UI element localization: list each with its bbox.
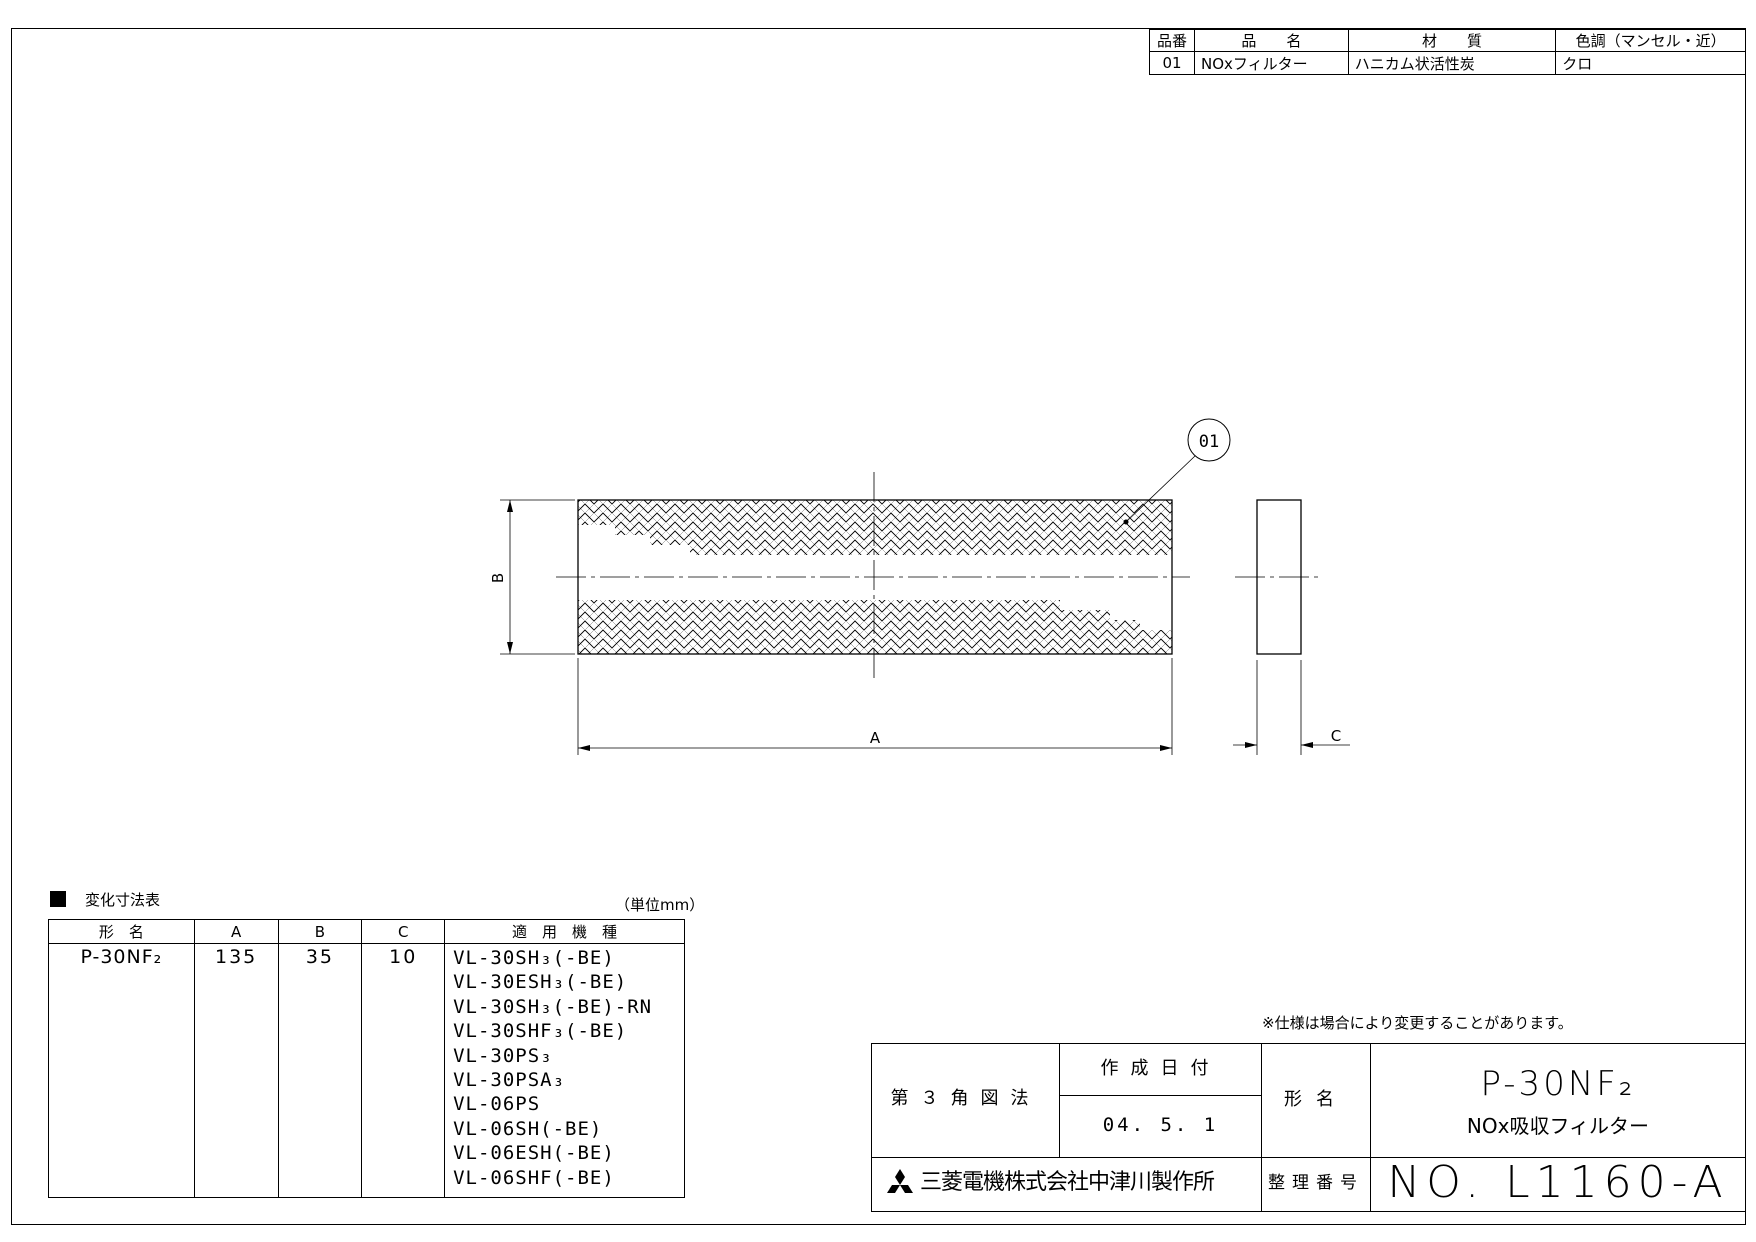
parts-cell-material: ハニカム状活性炭 bbox=[1347, 51, 1557, 75]
dimension-table-unit: （単位mm） bbox=[615, 896, 705, 914]
applicable-model: VL-30PS₃ bbox=[453, 1044, 553, 1067]
dimension-table-bullet bbox=[50, 891, 66, 907]
applicable-model: VL-30ESH₃(-BE) bbox=[453, 971, 628, 994]
applicable-model: VL-30SH₃(-BE) bbox=[453, 947, 615, 969]
dimension-table: 形 名 A B C 適 用 機 種 P-30NF₂ 135 35 10 VL-3… bbox=[48, 919, 685, 1198]
dim-header-c: C bbox=[361, 919, 446, 944]
parts-header-name: 品 名 bbox=[1193, 29, 1349, 52]
dim-header-a: A bbox=[193, 919, 279, 944]
dim-c-label: C bbox=[1331, 727, 1341, 745]
company-name: 三菱電機株式会社中津川製作所 bbox=[920, 1170, 1215, 1195]
applicable-models-cell: VL-30SH₃(-BE) VL-30ESH₃(-BE) VL-30SH₃(-B… bbox=[444, 943, 685, 1198]
applicable-model: VL-06SH(-BE) bbox=[453, 1117, 603, 1140]
applicable-model: VL-06SHF(-BE) bbox=[453, 1166, 615, 1189]
created-date: 04. 5. 1 bbox=[1102, 1114, 1219, 1136]
dim-header-model: 形 名 bbox=[48, 919, 195, 944]
spec-change-note: ※仕様は場合により変更することがあります。 bbox=[1262, 1014, 1573, 1032]
dimension-table-title: 変化寸法表 bbox=[85, 891, 161, 909]
applicable-model: VL-30SHF₃(-BE) bbox=[453, 1020, 628, 1043]
dim-a-label: A bbox=[870, 729, 881, 747]
model-code: P-30NF₂ bbox=[1480, 1064, 1636, 1104]
parts-cell-name: NOxフィルター bbox=[1193, 51, 1349, 75]
dim-header-b: B bbox=[277, 919, 363, 944]
dim-cell-model: P-30NF₂ bbox=[48, 943, 195, 1198]
dim-cell-b: 35 bbox=[277, 943, 363, 1198]
honeycomb-hatch-upper bbox=[578, 500, 1172, 555]
drawing-frame bbox=[11, 28, 1746, 1225]
parts-table: 品番 品 名 材 質 色調（マンセル・近） 01 NOxフィルター ハニカム状活… bbox=[1149, 29, 1746, 75]
dim-header-applicable: 適 用 機 種 bbox=[444, 919, 685, 944]
projection-method: 第３角図法 bbox=[890, 1088, 1041, 1109]
applicable-model: VL-06PS bbox=[453, 1093, 541, 1116]
parts-cell-color: クロ bbox=[1555, 51, 1746, 75]
three-diamonds-logo bbox=[887, 1169, 913, 1193]
applicable-model: VL-06ESH(-BE) bbox=[453, 1142, 615, 1165]
applicable-model: VL-30PSA₃ bbox=[453, 1069, 566, 1092]
reference-number: NO. L1160-A bbox=[1387, 1157, 1729, 1208]
model-label: 形名 bbox=[1284, 1089, 1348, 1110]
balloon-leader bbox=[1125, 455, 1196, 523]
model-name: NOx吸収フィルター bbox=[1466, 1114, 1650, 1138]
reference-number-label: 整理番号 bbox=[1268, 1173, 1364, 1193]
balloon-label: 01 bbox=[1199, 432, 1219, 452]
applicable-model: VL-30SH₃(-BE)-RN bbox=[453, 995, 653, 1018]
title-block: 第３角図法 作成日付 04. 5. 1 形名 P-30NF₂ NOx吸収フィルタ… bbox=[871, 1043, 1746, 1212]
created-date-label: 作成日付 bbox=[1100, 1058, 1221, 1079]
parts-cell-no: 01 bbox=[1149, 51, 1195, 75]
dim-cell-a: 135 bbox=[193, 943, 279, 1198]
dim-cell-c: 10 bbox=[361, 943, 446, 1198]
dim-b-label: B bbox=[489, 573, 507, 583]
part-balloon bbox=[1187, 418, 1231, 462]
honeycomb-hatch-lower bbox=[578, 600, 1172, 654]
